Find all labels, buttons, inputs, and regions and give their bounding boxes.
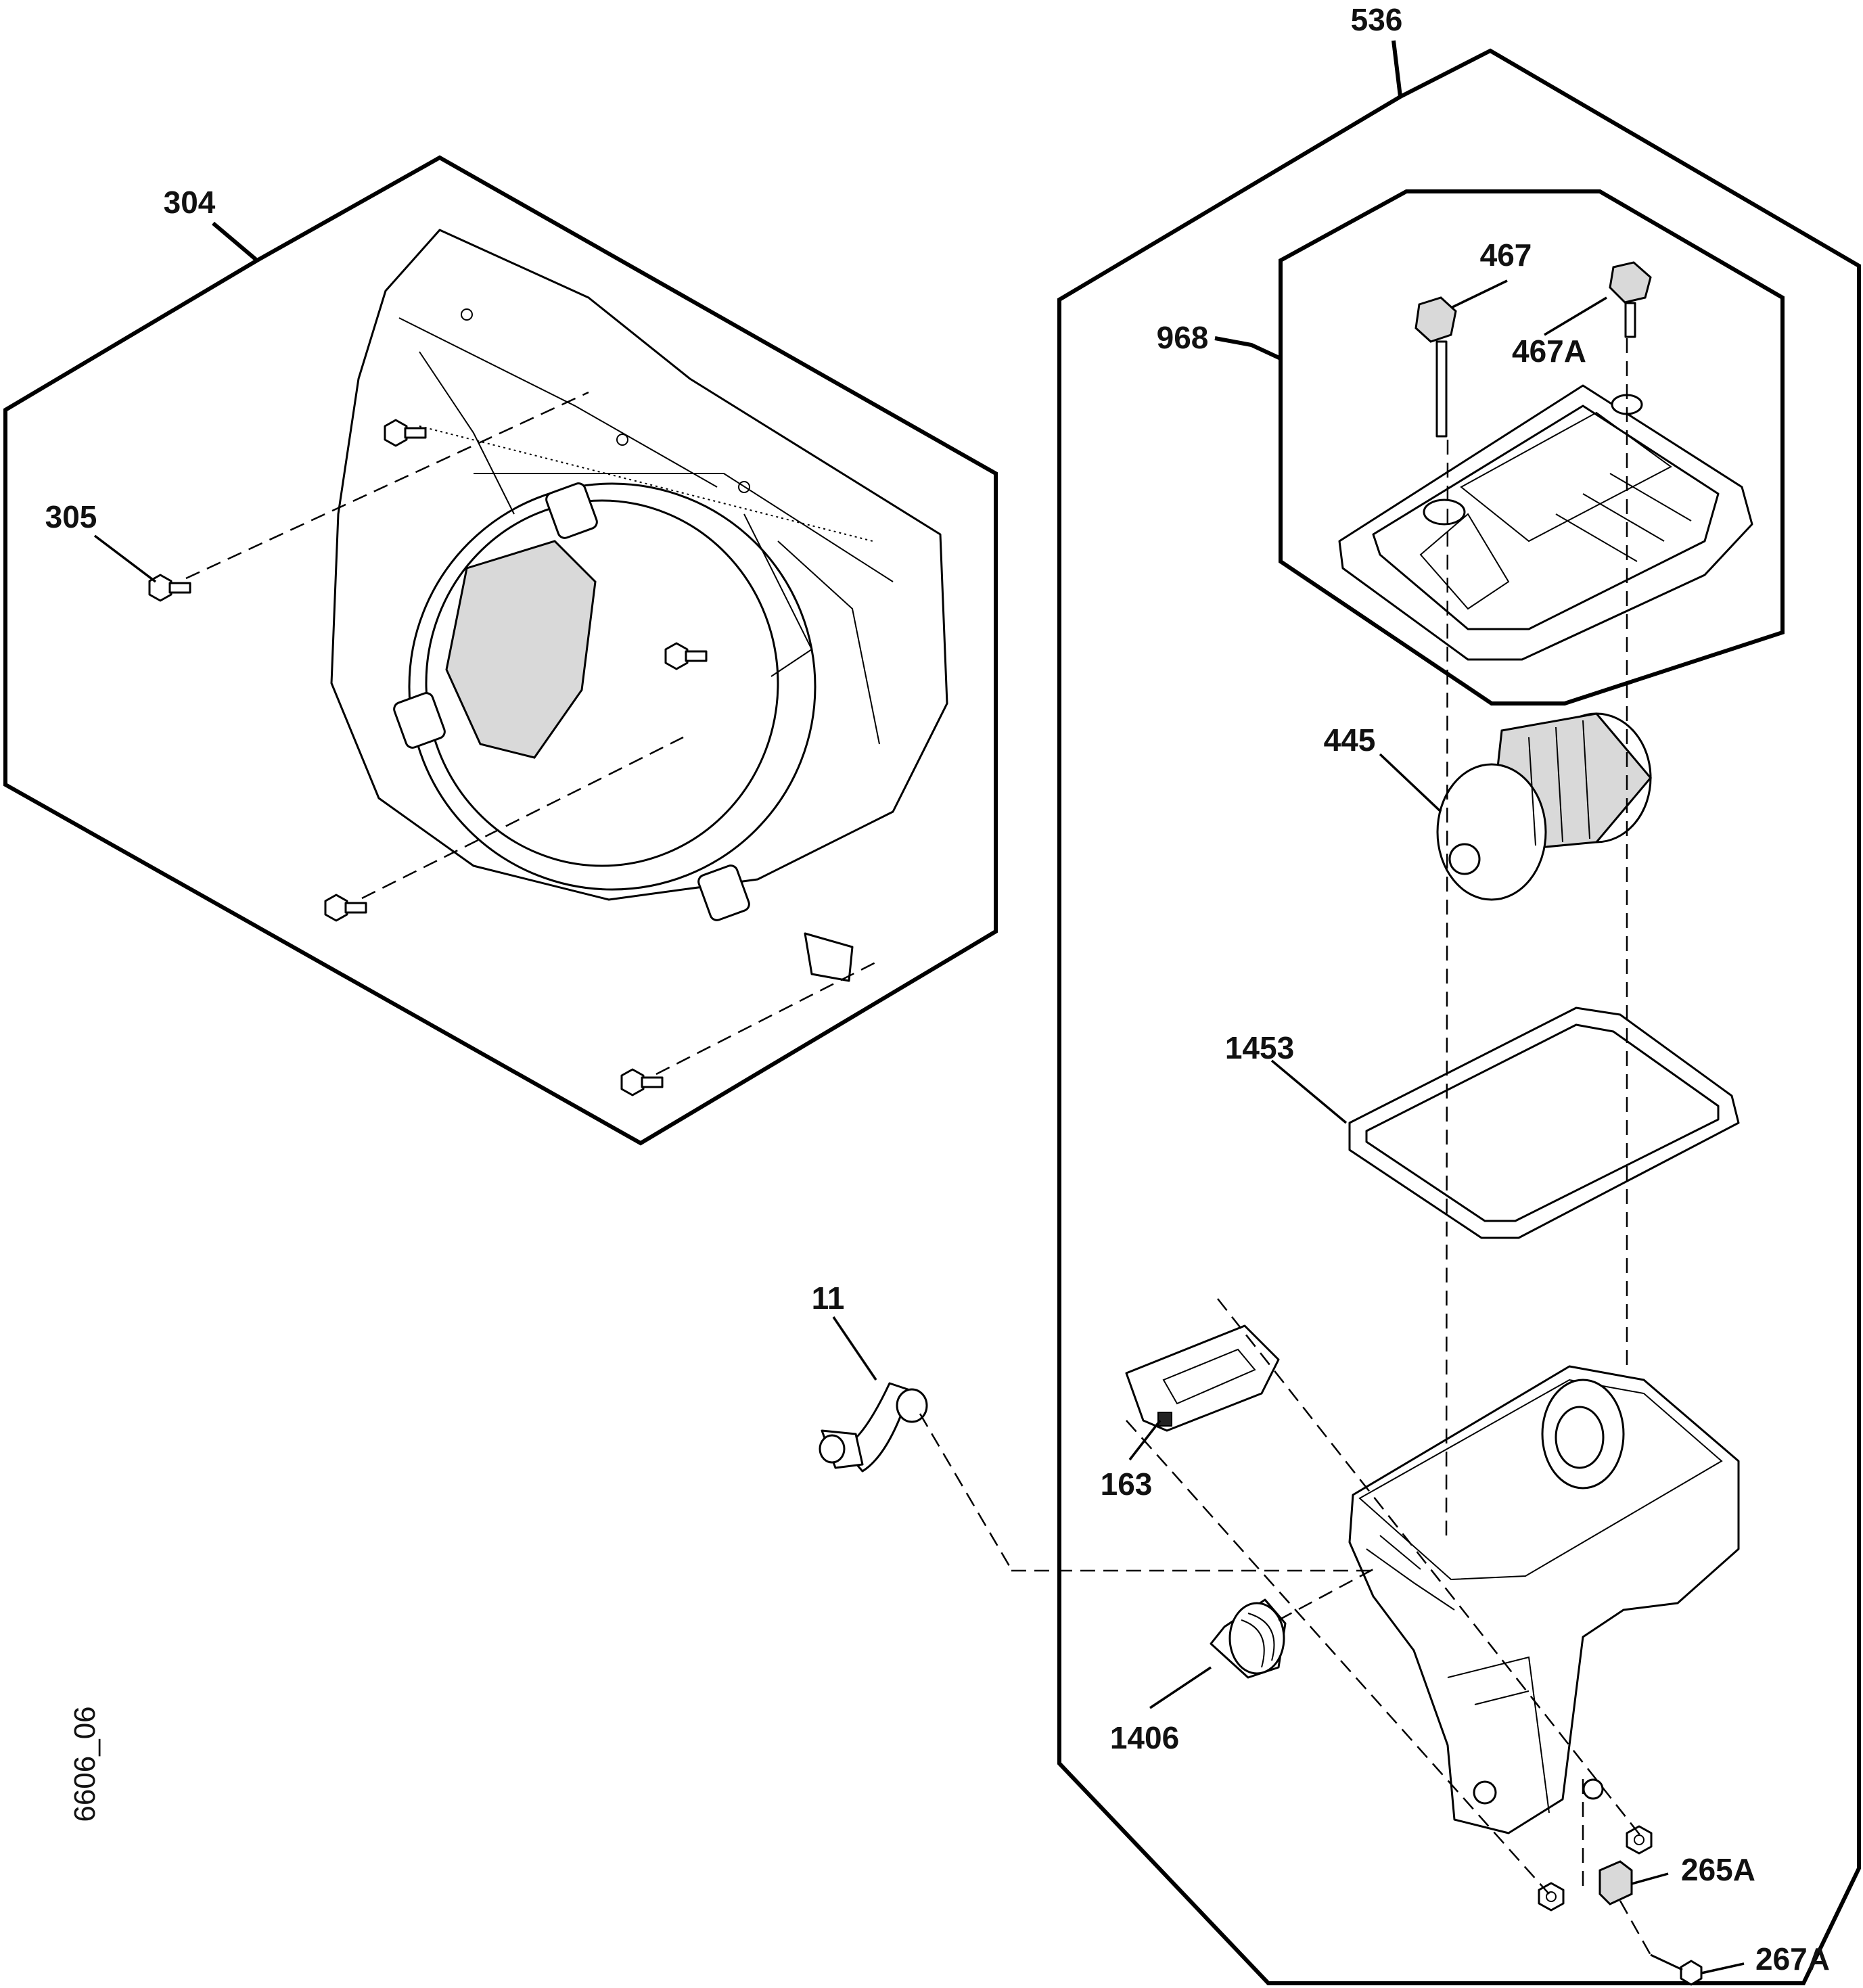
screw-alignment-lines xyxy=(185,391,880,1076)
seal-part-1453 xyxy=(1348,1007,1740,1239)
nut-lower-right xyxy=(1626,1825,1653,1855)
callout-1406: 1406 xyxy=(1110,1720,1179,1755)
callout-968: 968 xyxy=(1157,320,1209,355)
clip-part-265A xyxy=(1598,1860,1633,1905)
callout-265A: 265A xyxy=(1681,1852,1755,1887)
callout-536: 536 xyxy=(1351,2,1403,37)
callout-163: 163 xyxy=(1101,1466,1153,1502)
assembly-lines-536 xyxy=(919,338,1652,1956)
group-frame-968 xyxy=(1279,189,1785,706)
screw-part-467A xyxy=(1609,261,1652,338)
callout-304: 304 xyxy=(164,185,216,220)
group-frame-304 xyxy=(3,155,998,1146)
blower-housing-part-304 xyxy=(330,229,948,982)
callout-11: 11 xyxy=(812,1280,845,1316)
screw-part-267A xyxy=(1650,1954,1703,1986)
boot-part-1406 xyxy=(1210,1598,1287,1679)
screw-part-467 xyxy=(1414,296,1457,438)
group-frame-536 xyxy=(1057,48,1861,1985)
air-filter-cover-part-968 xyxy=(1338,384,1753,661)
callout-467A: 467A xyxy=(1512,333,1586,369)
air-filter-base xyxy=(1348,1365,1740,1834)
callout-labels: 536 304 305 968 467 467A 445 1453 11 163… xyxy=(45,2,1830,1977)
leader-lines xyxy=(93,40,1745,1974)
figure-id: 6606_06 xyxy=(68,1706,101,1822)
callout-267A: 267A xyxy=(1755,1941,1830,1977)
callout-305: 305 xyxy=(45,499,97,534)
hose-part-11 xyxy=(819,1382,928,1473)
gasket-part-163 xyxy=(1125,1324,1280,1432)
filter-element-part-445 xyxy=(1436,712,1652,901)
callout-467: 467 xyxy=(1480,237,1532,273)
callout-445: 445 xyxy=(1324,722,1376,758)
callout-1453: 1453 xyxy=(1225,1030,1294,1065)
screw-part-305 xyxy=(148,419,708,1096)
